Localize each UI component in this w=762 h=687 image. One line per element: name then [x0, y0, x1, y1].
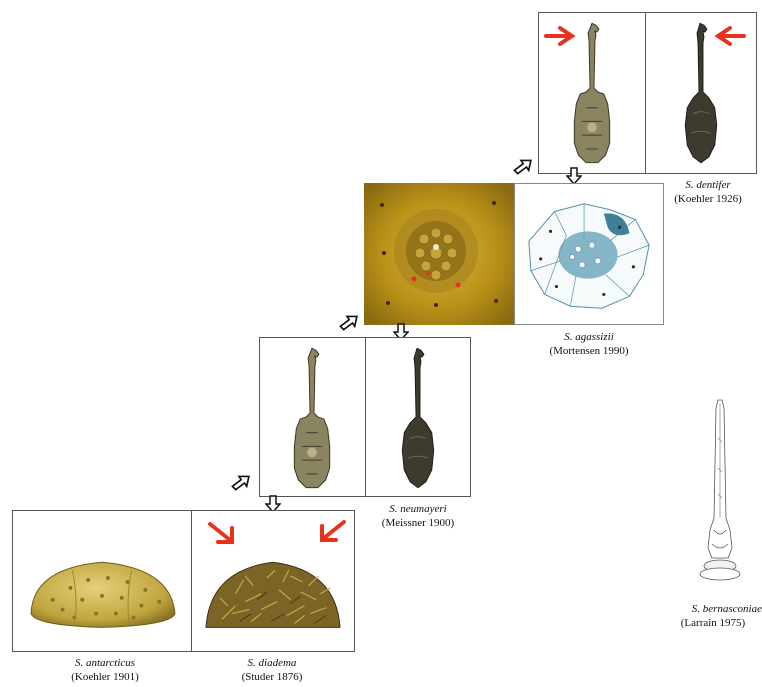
- species-name: S. antarcticus: [50, 656, 160, 670]
- red-arrow-icon: [314, 518, 348, 544]
- agassizii-drawing-panel: [514, 183, 664, 325]
- species-name: S. bernasconiae: [664, 602, 762, 616]
- red-arrow-icon: [206, 520, 238, 546]
- species-name: S. agassizii: [534, 330, 644, 344]
- bernasconiae-spine-drawing: [696, 398, 744, 588]
- species-name: S. neumayeri: [368, 502, 468, 516]
- species-name: S. dentifer: [660, 178, 756, 192]
- species-author: (Mortensen 1990): [534, 344, 644, 358]
- caption-bernasconiae: S. bernasconiae (Larrain 1975): [664, 602, 762, 630]
- caption-diadema: S. diadema (Studer 1876): [222, 656, 322, 684]
- species-author: (Larrain 1975): [664, 616, 762, 630]
- test-shell-image: [13, 511, 191, 651]
- species-author: (Koehler 1901): [50, 670, 160, 684]
- hollow-arrow-diagonal-icon: [228, 474, 250, 492]
- apical-disc-drawing: [515, 184, 663, 324]
- species-author: (Koehler 1926): [660, 192, 756, 206]
- hollow-arrow-diagonal-icon: [336, 314, 358, 332]
- neumayeri-panel-closed: [365, 337, 471, 497]
- agassizii-photo-panel: [364, 183, 514, 325]
- species-name: S. diadema: [222, 656, 322, 670]
- caption-agassizii: S. agassizii (Mortensen 1990): [534, 330, 644, 358]
- antarcticus-panel: [12, 510, 192, 652]
- caption-antarcticus: S. antarcticus (Koehler 1901): [50, 656, 160, 684]
- apical-disc-photo: [364, 183, 514, 325]
- pedicellaria-open-image: [260, 338, 365, 496]
- red-arrow-icon: [544, 26, 576, 46]
- hollow-arrow-diagonal-icon: [510, 158, 532, 176]
- species-author: (Meissner 1900): [368, 516, 468, 530]
- caption-dentifer: S. dentifer (Koehler 1926): [660, 178, 756, 206]
- red-arrow-icon: [712, 26, 746, 46]
- caption-neumayeri: S. neumayeri (Meissner 1900): [368, 502, 468, 530]
- pedicellaria-closed-image: [366, 338, 470, 496]
- species-author: (Studer 1876): [222, 670, 322, 684]
- neumayeri-panel-open: [259, 337, 366, 497]
